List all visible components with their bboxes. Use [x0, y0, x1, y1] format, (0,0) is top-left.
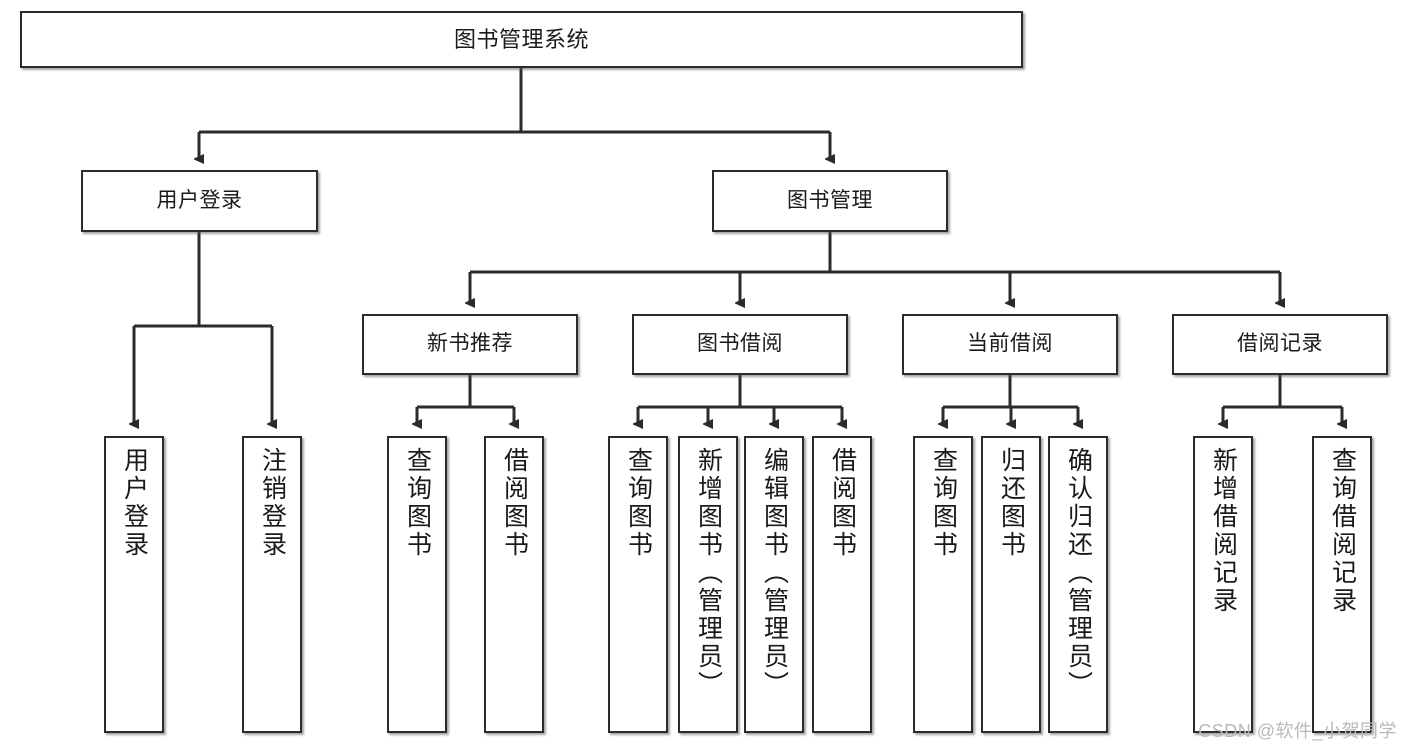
- node-leaf-borrow-record-add[interactable]: 新增借阅记录: [1193, 436, 1253, 733]
- node-leaf-new-book-query[interactable]: 查询图书: [387, 436, 447, 733]
- node-leaf-current-borrow-confirm[interactable]: 确认归还（管理员）: [1048, 436, 1108, 733]
- node-leaf-current-borrow-return-label: 归还图书: [997, 447, 1026, 559]
- node-borrow-record[interactable]: 借阅记录: [1172, 314, 1388, 375]
- node-leaf-book-borrow-query[interactable]: 查询图书: [608, 436, 668, 733]
- node-current-borrow-label: 当前借阅: [967, 332, 1053, 356]
- node-user-login[interactable]: 用户登录: [81, 170, 318, 232]
- node-root[interactable]: 图书管理系统: [20, 11, 1023, 68]
- node-leaf-book-borrow-borrow-label: 借阅图书: [828, 447, 857, 559]
- node-leaf-book-borrow-add-label: 新增图书（管理员）: [694, 447, 723, 699]
- node-borrow-record-label: 借阅记录: [1237, 332, 1323, 356]
- node-leaf-new-book-query-label: 查询图书: [403, 447, 432, 559]
- node-leaf-borrow-record-query[interactable]: 查询借阅记录: [1312, 436, 1372, 733]
- node-book-borrow[interactable]: 图书借阅: [632, 314, 848, 375]
- node-leaf-book-borrow-query-label: 查询图书: [624, 447, 653, 559]
- node-leaf-new-book-borrow-label: 借阅图书: [500, 447, 529, 559]
- node-leaf-current-borrow-confirm-label: 确认归还（管理员）: [1064, 447, 1093, 699]
- node-leaf-borrow-record-add-label: 新增借阅记录: [1209, 447, 1238, 615]
- node-leaf-current-borrow-query-label: 查询图书: [929, 447, 958, 559]
- node-book-manage[interactable]: 图书管理: [712, 170, 948, 232]
- csdn-watermark: CSDN @软件_小贺同学: [1198, 721, 1397, 741]
- node-leaf-user-login-logout[interactable]: 注销登录: [242, 436, 302, 733]
- node-root-label: 图书管理系统: [453, 26, 589, 52]
- node-new-book-recommend-label: 新书推荐: [427, 332, 513, 356]
- node-leaf-current-borrow-query[interactable]: 查询图书: [913, 436, 973, 733]
- node-book-manage-label: 图书管理: [787, 188, 873, 212]
- node-leaf-borrow-record-query-label: 查询借阅记录: [1328, 447, 1357, 615]
- node-leaf-book-borrow-add[interactable]: 新增图书（管理员）: [678, 436, 738, 733]
- node-leaf-user-login-login-label: 用户登录: [120, 447, 149, 559]
- node-user-login-label: 用户登录: [156, 188, 243, 212]
- node-leaf-book-borrow-borrow[interactable]: 借阅图书: [812, 436, 872, 733]
- node-book-borrow-label: 图书借阅: [697, 332, 783, 356]
- node-new-book-recommend[interactable]: 新书推荐: [362, 314, 578, 375]
- node-leaf-book-borrow-edit-label: 编辑图书（管理员）: [760, 447, 789, 699]
- node-leaf-user-login-logout-label: 注销登录: [258, 447, 287, 559]
- node-leaf-user-login-login[interactable]: 用户登录: [104, 436, 164, 733]
- node-leaf-book-borrow-edit[interactable]: 编辑图书（管理员）: [744, 436, 804, 733]
- node-leaf-current-borrow-return[interactable]: 归还图书: [981, 436, 1041, 733]
- node-leaf-new-book-borrow[interactable]: 借阅图书: [484, 436, 544, 733]
- node-current-borrow[interactable]: 当前借阅: [902, 314, 1118, 375]
